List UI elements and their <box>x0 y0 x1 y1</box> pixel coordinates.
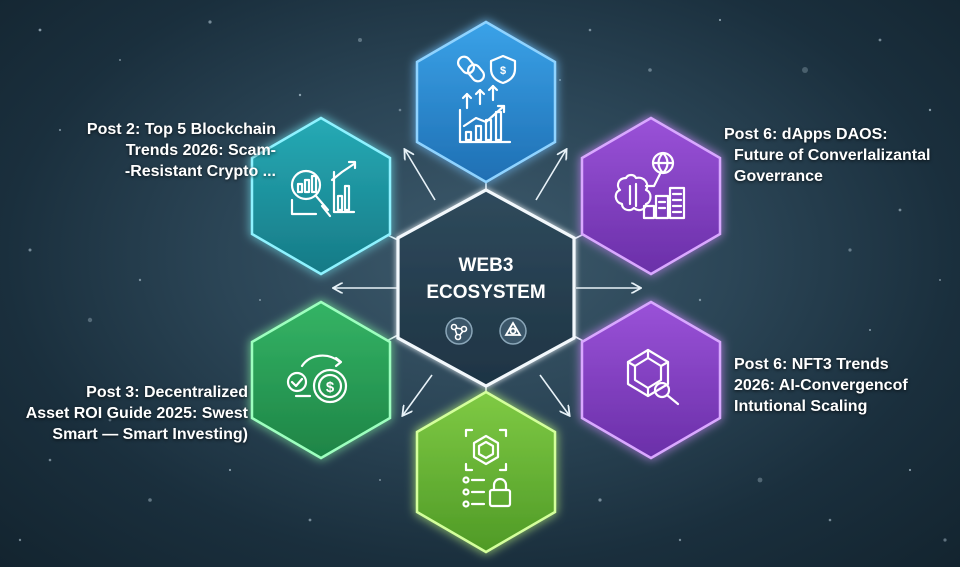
caption-top-left-line2: Trends 2026: Scam- <box>125 142 276 159</box>
analytics-magnifier-chart-icon <box>290 160 357 218</box>
caption-bottom-right-line3: Intutional Scaling <box>734 398 868 415</box>
caption-top-left-line3: -Resistant Crypto ... <box>124 163 276 180</box>
caption-top-right: Post 6: dApps DAOS: Future of Converlali… <box>724 124 930 187</box>
caption-top-left: Post 2: Top 5 Blockchain Trends 2026: Sc… <box>87 119 276 182</box>
caption-bottom-left-line2: Asset ROI Guide 2025: Swest <box>25 405 248 422</box>
caption-bottom-right: Post 6: NFT3 Trends 2026: AI-Convergenco… <box>734 354 908 417</box>
network-nodes-icon <box>445 317 473 345</box>
nft-lock-icon <box>462 428 512 508</box>
chain-shield-growth-chart-icon: $ <box>456 54 517 144</box>
node-top-blue[interactable] <box>415 20 557 184</box>
arrow-up-right-1 <box>535 150 566 201</box>
caption-top-left-line1: Post 2: Top 5 Blockchain <box>86 121 276 138</box>
arrow-up-left-1 <box>405 150 436 201</box>
brain-network-buildings-icon <box>614 151 686 220</box>
center-hexagon[interactable] <box>396 188 576 388</box>
arrow-down-right-1 <box>539 374 569 415</box>
caption-top-right-line2: Future of Converlalizantal <box>734 147 931 164</box>
dollar-coin-exchange-icon: $ <box>286 354 348 404</box>
caption-bottom-right-line2: 2026: AI-Convergencof <box>734 377 908 394</box>
caption-bottom-left-line1: Post 3: Decentralized <box>86 384 248 401</box>
caption-top-right-line1: Post 6: dApps DAOS: <box>724 126 888 143</box>
web3-logo-icon <box>499 317 527 345</box>
node-bottom-lime[interactable] <box>415 390 557 554</box>
gem-magnifier-icon <box>626 348 680 406</box>
caption-bottom-right-line1: Post 6: NFT3 Trends <box>734 356 889 373</box>
center-title-line2: ECOSYSTEM <box>426 282 545 303</box>
node-bottom-right-purple[interactable] <box>580 300 722 460</box>
caption-bottom-left-line3: Smart — Smart Investing) <box>52 426 248 443</box>
arrow-down-left-1 <box>403 374 433 415</box>
caption-bottom-left: Post 3: Decentralized Asset ROI Guide 20… <box>26 382 248 445</box>
svg-text:$: $ <box>326 379 335 396</box>
center-title-line1: WEB3 <box>459 255 514 276</box>
caption-top-right-line3: Goverrance <box>734 168 823 185</box>
svg-text:$: $ <box>500 65 506 77</box>
node-top-left-teal[interactable] <box>250 116 392 276</box>
